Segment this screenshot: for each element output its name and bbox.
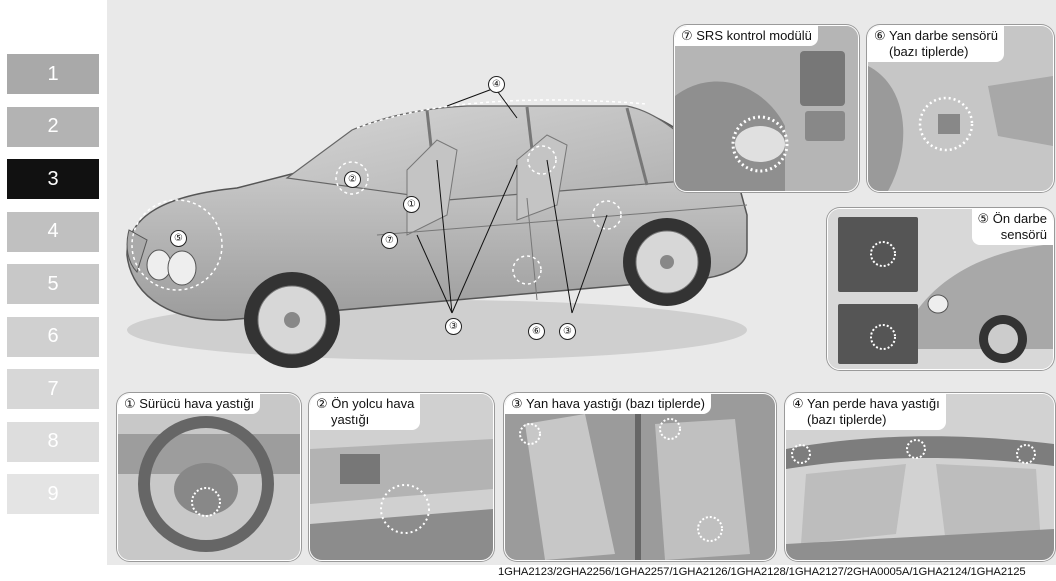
chapter-tab-3-active[interactable]: 3 <box>7 159 99 199</box>
chapter-tab-6[interactable]: 6 <box>7 316 99 357</box>
inset-driver-airbag: ① Sürücü hava yastığı <box>117 393 301 561</box>
marker-5: ⑤ <box>170 230 187 247</box>
chapter-tab-5[interactable]: 5 <box>7 264 99 304</box>
side-airbag-photo <box>505 394 775 560</box>
chapter-tab-4[interactable]: 4 <box>7 211 99 252</box>
chapter-tab-2[interactable]: 2 <box>7 106 99 147</box>
marker-3-right: ③ <box>559 323 576 340</box>
curtain-airbag-caption: ④ Yan perde hava yastığı (bazı tiplerde) <box>786 394 946 430</box>
marker-2: ② <box>344 171 361 188</box>
srs-module-caption: ⑦ SRS kontrol modülü <box>675 26 818 46</box>
marker-1: ① <box>403 196 420 213</box>
side-sensor-caption-line1: ⑥ Yan darbe sensörü <box>874 28 998 43</box>
marker-4-top: ④ <box>488 76 505 93</box>
front-sensor-caption-line2: sensörü <box>1000 227 1047 242</box>
side-sensor-caption-line2: (bazı tiplerde) <box>889 44 969 59</box>
inset-side-airbag: ③ Yan hava yastığı (bazı tiplerde) <box>504 393 776 561</box>
front-sensor-caption-line1: ⑤ Ön darbe <box>977 211 1047 226</box>
figure-code: 1GHA2123/2GHA2256/1GHA2257/1GHA2126/1GHA… <box>498 566 1026 578</box>
inset-curtain-airbag: ④ Yan perde hava yastığı (bazı tiplerde) <box>785 393 1055 561</box>
srs-module-photo <box>675 26 858 191</box>
side-sensor-caption: ⑥ Yan darbe sensörü (bazı tiplerde) <box>868 26 1004 62</box>
car-illustration <box>126 87 748 368</box>
chapter-tabs: 1 2 3 4 5 6 7 8 9 <box>7 54 99 527</box>
inset-passenger-airbag: ② Ön yolcu hava yastığı <box>309 393 494 561</box>
chapter-tab-7[interactable]: 7 <box>7 369 99 409</box>
marker-6: ⑥ <box>528 323 545 340</box>
curtain-airbag-caption-line1: ④ Yan perde hava yastığı <box>792 396 940 411</box>
driver-airbag-caption: ① Sürücü hava yastığı <box>118 394 261 414</box>
passenger-airbag-caption-line1: ② Ön yolcu hava <box>316 396 415 411</box>
marker-7: ⑦ <box>381 232 398 249</box>
airbag-figure-panel: ④ ② ① ⑦ ⑤ ③ ⑥ ③ ⑦ SRS kontrol modülü ⑥ Y… <box>107 0 1056 565</box>
side-airbag-caption: ③ Yan hava yastığı (bazı tiplerde) <box>505 394 711 414</box>
inset-srs-control-module: ⑦ SRS kontrol modülü <box>674 25 859 192</box>
chapter-tab-8[interactable]: 8 <box>7 421 99 462</box>
passenger-airbag-caption: ② Ön yolcu hava yastığı <box>310 394 421 430</box>
front-sensor-caption: ⑤ Ön darbe sensörü <box>971 209 1053 245</box>
chapter-tab-9[interactable]: 9 <box>7 474 99 514</box>
driver-airbag-photo <box>118 394 300 560</box>
inset-side-impact-sensor: ⑥ Yan darbe sensörü (bazı tiplerde) <box>867 25 1054 192</box>
chapter-tab-1[interactable]: 1 <box>7 54 99 94</box>
passenger-airbag-caption-line2: yastığı <box>331 412 370 427</box>
inset-front-impact-sensor: ⑤ Ön darbe sensörü <box>827 208 1054 370</box>
curtain-airbag-caption-line2: (bazı tiplerde) <box>807 412 887 427</box>
marker-3-left: ③ <box>445 318 462 335</box>
